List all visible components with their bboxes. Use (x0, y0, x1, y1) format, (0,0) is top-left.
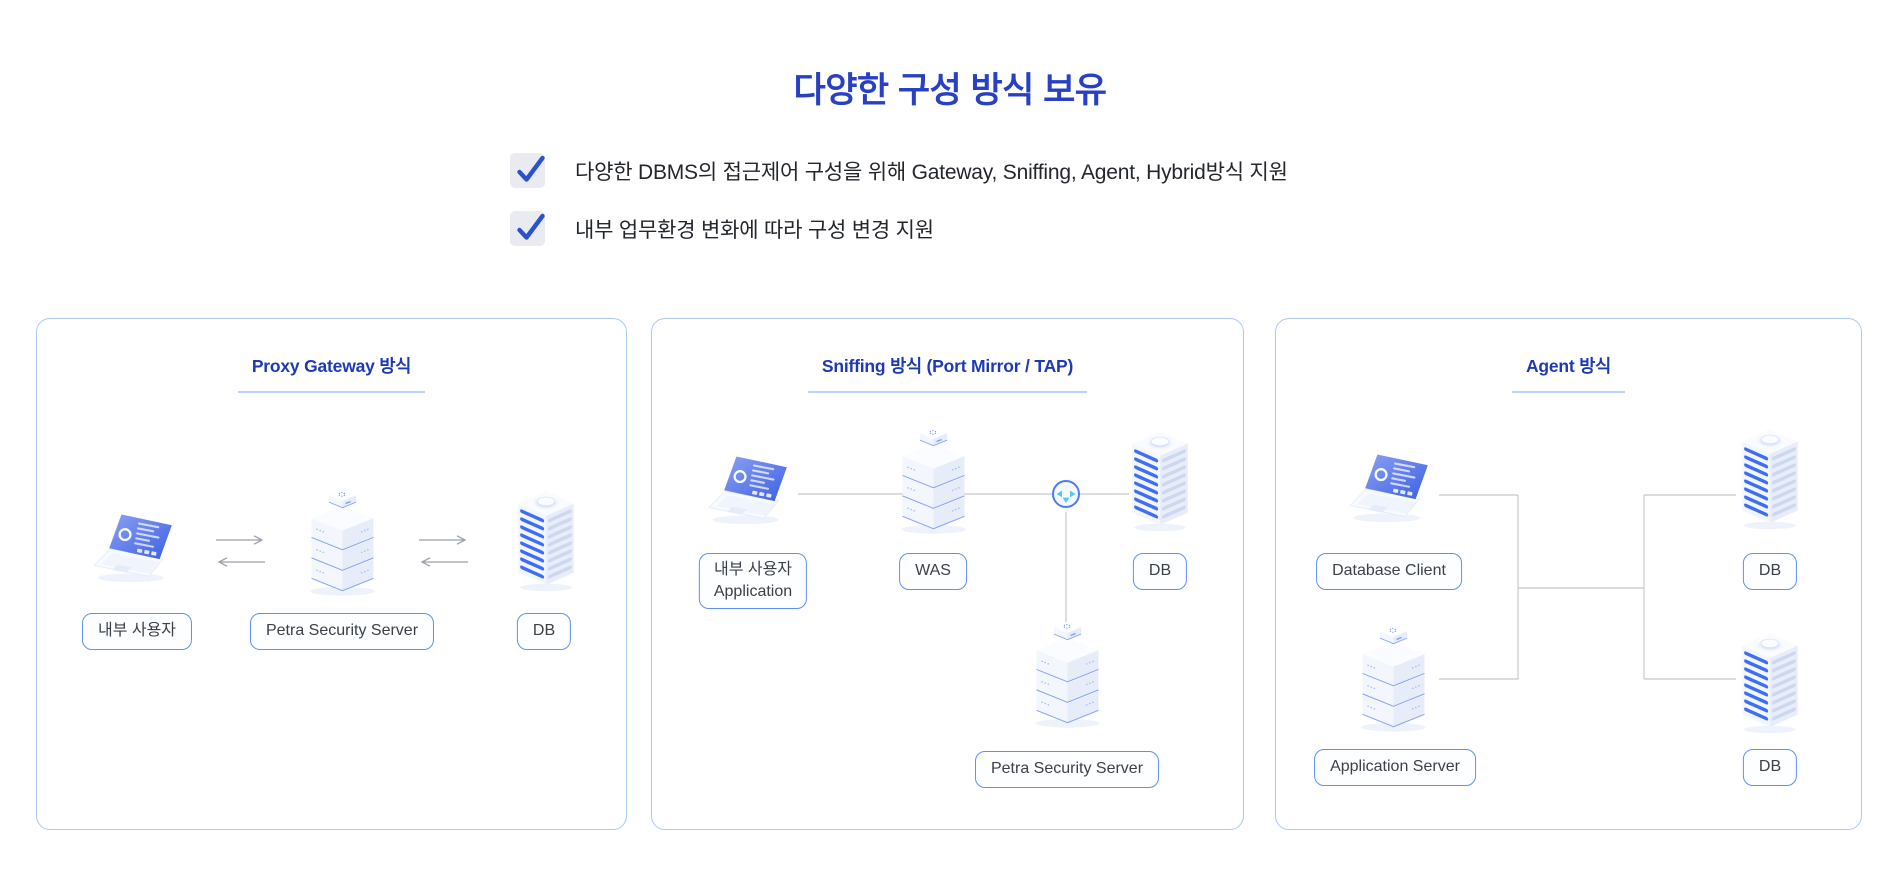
diagram-card-sniffing: Sniffing 방식 (Port Mirror / TAP) 내부 사용자 A… (651, 318, 1244, 830)
node-label-line1: 내부 사용자 (713, 561, 793, 578)
page-title: 다양한 구성 방식 보유 (793, 71, 1107, 110)
laptop-icon (1348, 453, 1429, 524)
node-label-client-application: 내부 사용자 Application (698, 553, 808, 609)
card-title: Sniffing 방식 (Port Mirror / TAP) (652, 353, 1243, 393)
server-stack-icon (296, 487, 389, 599)
checkmark-icon (510, 211, 545, 246)
arrow-left-icon (420, 557, 468, 567)
node-label-client: 내부 사용자 (81, 613, 193, 650)
node-label-db: DB (516, 613, 572, 650)
node-label-application-server: Application Server (1314, 749, 1476, 786)
database-tower-icon (1131, 430, 1189, 532)
database-tower-icon (517, 490, 575, 592)
server-stack-icon (887, 425, 980, 537)
laptop-icon (707, 455, 788, 526)
node-label-security-server: Petra Security Server (974, 751, 1160, 788)
bullet-item-2: 내부 업무환경 변화에 따라 구성 변경 지원 (510, 211, 934, 246)
node-label-db: DB (1132, 553, 1188, 590)
server-stack-icon (1347, 623, 1440, 735)
node-label-security-server: Petra Security Server (249, 613, 435, 650)
bullet-text: 내부 업무환경 변화에 따라 구성 변경 지원 (575, 218, 934, 242)
node-label-db-bottom: DB (1742, 749, 1798, 786)
database-tower-icon (1741, 632, 1799, 734)
card-title-text: Sniffing 방식 (Port Mirror / TAP) (807, 353, 1088, 393)
node-label-was: WAS (899, 553, 967, 590)
bullet-text: 다양한 DBMS의 접근제어 구성을 위해 Gateway, Sniffing,… (575, 160, 1288, 184)
server-stack-icon (1021, 619, 1114, 731)
tap-node-icon (1052, 480, 1080, 508)
checkmark-icon (510, 153, 545, 188)
arrow-right-icon (216, 535, 264, 545)
node-label-line2: Application (713, 583, 793, 600)
diagram-card-proxy-gateway: Proxy Gateway 방식 내부 사용자 Petra Security S… (36, 318, 627, 830)
laptop-icon (92, 513, 173, 584)
bullet-item-1: 다양한 DBMS의 접근제어 구성을 위해 Gateway, Sniffing,… (510, 153, 1288, 188)
diagram-card-agent: Agent 방식 Database Client Application Ser… (1275, 318, 1862, 830)
arrow-right-icon (419, 535, 467, 545)
node-label-db-top: DB (1742, 553, 1798, 590)
database-tower-icon (1741, 428, 1799, 530)
node-label-database-client: Database Client (1316, 553, 1462, 590)
card-title: Agent 방식 (1276, 353, 1861, 393)
arrow-left-icon (217, 557, 265, 567)
card-title-text: Proxy Gateway 방식 (237, 353, 426, 393)
card-title-text: Agent 방식 (1511, 353, 1626, 393)
card-title: Proxy Gateway 방식 (37, 353, 626, 393)
